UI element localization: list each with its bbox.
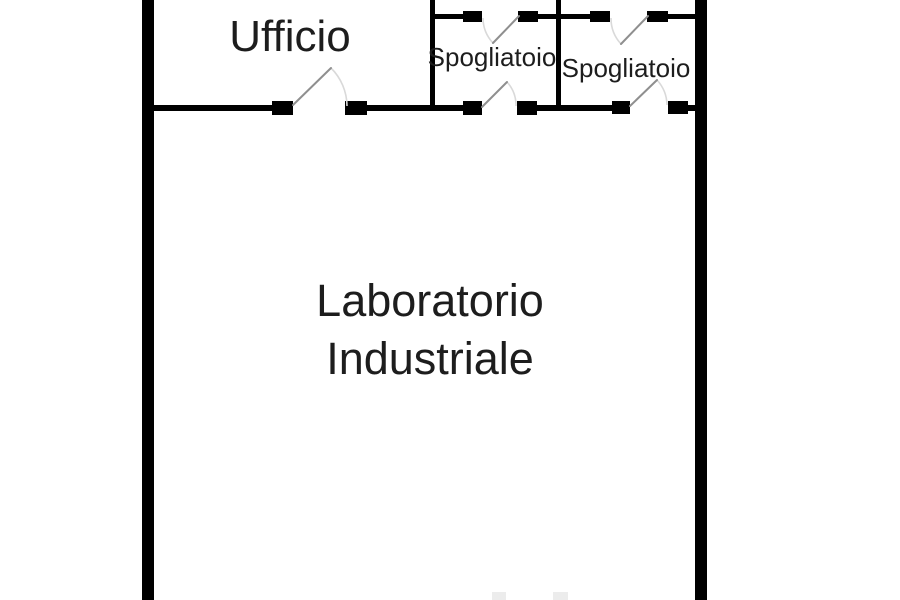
wall-top-segment-2	[538, 14, 590, 19]
door-arc-spogliatoio1-bottom	[506, 81, 517, 107]
door-leaf-spogliatoio1-bottom	[481, 81, 508, 108]
door-leaf-spogliatoio2-top	[620, 15, 649, 45]
door-spogliatoio2-top-jamb-left	[590, 11, 610, 22]
door-leaf-ufficio	[292, 67, 332, 106]
room-label-spogliatoio-2: Spogliatoio	[561, 53, 691, 83]
door-ufficio-jamb-right	[345, 101, 367, 115]
wall-bottom-segment-4	[688, 105, 695, 111]
door-spogliatoio1-bottom-jamb-left	[463, 101, 482, 115]
wall-bottom-segment-2	[367, 105, 463, 111]
wall-bottom-segment-1	[154, 105, 272, 111]
door-spogliatoio1-top-jamb-left	[463, 11, 482, 22]
door-laboratorio-bottom-jamb-left	[492, 592, 506, 600]
room-label-laboratorio-line2: Industriale	[326, 333, 534, 384]
door-arc-spogliatoio2-bottom	[656, 79, 668, 106]
door-spogliatoio2-bottom-jamb-right	[668, 101, 688, 114]
wall-divider-ufficio-spogliatoio1	[430, 0, 435, 111]
room-label-spogliatoio-1: Spogliatoio	[427, 42, 557, 72]
door-laboratorio-bottom-jamb-right	[553, 592, 568, 600]
room-label-laboratorio-line1: Laboratorio	[316, 275, 544, 326]
door-leaf-spogliatoio2-bottom	[629, 79, 658, 107]
door-spogliatoio2-top-jamb-right	[647, 11, 668, 22]
door-arc-spogliatoio2-top	[610, 17, 622, 45]
wall-divider-spogliatoio1-spogliatoio2	[556, 0, 561, 111]
wall-top-segment-1	[430, 14, 463, 19]
room-label-ufficio: Ufficio	[229, 12, 351, 61]
door-ufficio-jamb-left	[272, 101, 293, 115]
wall-top-segment-3	[668, 14, 695, 19]
door-leaf-spogliatoio1-top	[492, 15, 520, 44]
door-spogliatoio1-bottom-jamb-right	[517, 101, 537, 115]
door-spogliatoio1-top-jamb-right	[518, 11, 538, 22]
wall-bottom-segment-3	[537, 105, 612, 111]
door-arc-spogliatoio1-top	[482, 17, 494, 44]
wall-exterior-left	[142, 0, 154, 600]
door-spogliatoio2-bottom-jamb-left	[612, 101, 630, 114]
wall-exterior-right	[695, 0, 707, 600]
